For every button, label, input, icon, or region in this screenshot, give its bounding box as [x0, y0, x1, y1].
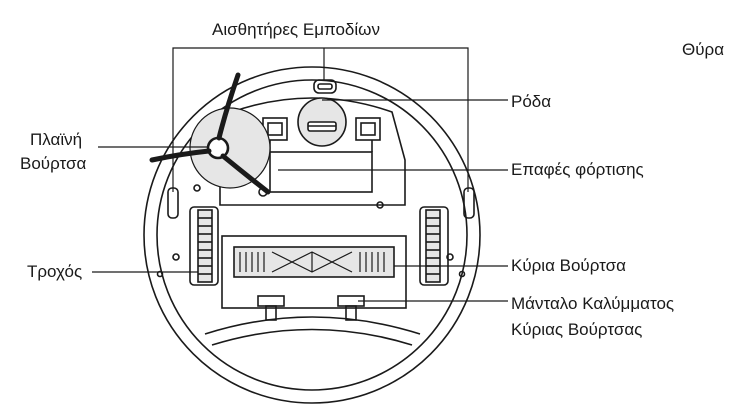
main-brush	[233, 246, 395, 278]
label-charging-contacts: Επαφές φόρτισης	[511, 160, 644, 179]
label-obstacle-sensors: Αισθητήρες Εμποδίων	[212, 20, 380, 39]
main-brush-bristles	[239, 251, 385, 273]
drive-wheel-left	[189, 206, 219, 286]
main-brush-housing	[221, 235, 407, 309]
center-panel	[269, 151, 373, 193]
label-brush-cover-latch-line2: Κύριας Βούρτσας	[511, 320, 643, 339]
side-brush-arms	[149, 72, 271, 195]
bottom-bumper-arc-inner	[211, 328, 413, 346]
drive-wheel-right	[419, 206, 449, 286]
label-caster-wheel: Ρόδα	[511, 92, 552, 111]
label-door-partial: Θύρα	[682, 40, 725, 59]
label-side-brush-line2: Βούρτσα	[20, 154, 87, 173]
obstacle-sensor-top	[313, 79, 337, 94]
side-brush-area	[189, 107, 271, 189]
bottom-bumper-arc	[204, 316, 421, 335]
charging-contact-right	[355, 117, 381, 141]
label-main-brush: Κύρια Βούρτσα	[511, 256, 626, 275]
leader-lines	[92, 47, 508, 302]
obstacle-sensor-right	[463, 187, 475, 219]
label-brush-cover-latch-line1: Μάνταλο Καλύμματος	[511, 294, 675, 313]
robot-inner-ring	[156, 79, 468, 391]
screw-holes	[156, 184, 466, 278]
label-side-brush-line1: Πλαϊνή	[30, 130, 83, 149]
label-drive-wheel: Τροχός	[27, 262, 83, 281]
